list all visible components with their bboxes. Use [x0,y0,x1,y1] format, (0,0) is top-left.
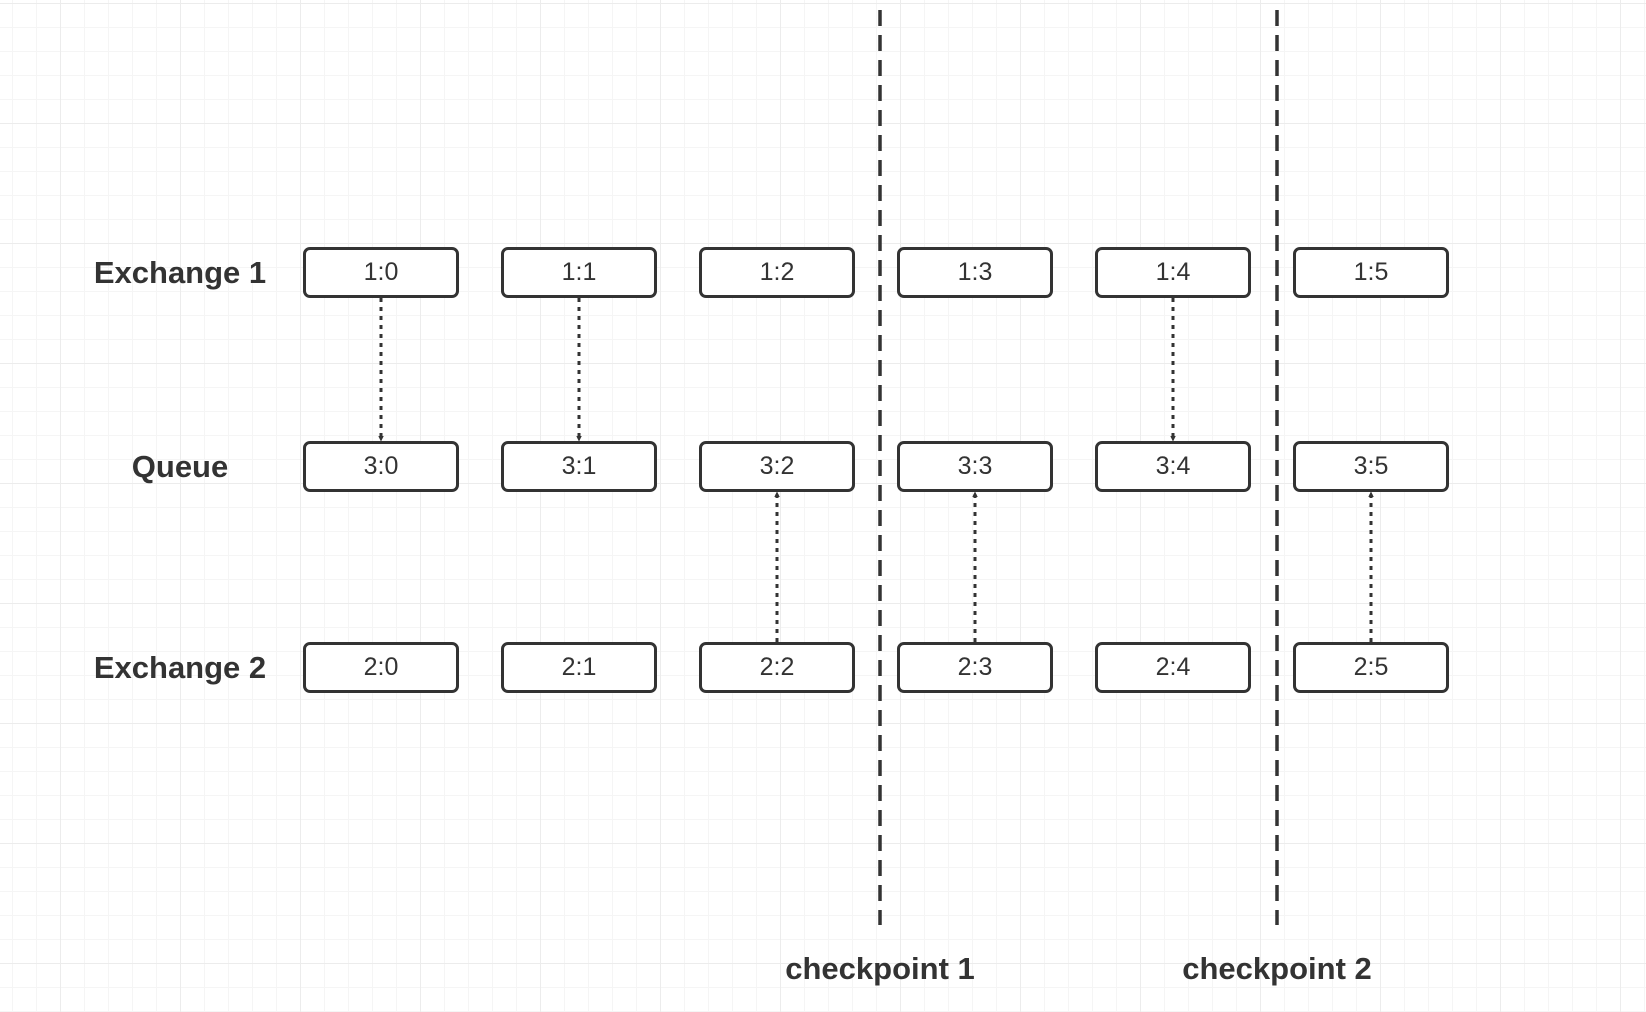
node-3-2[interactable]: 3:2 [699,441,855,492]
checkpoint-2-label: checkpoint 2 [1182,951,1372,986]
node-3-4[interactable]: 3:4 [1095,441,1251,492]
node-2-5[interactable]: 2:5 [1293,642,1449,693]
node-1-0[interactable]: 1:0 [303,247,459,298]
node-2-2[interactable]: 2:2 [699,642,855,693]
node-3-3[interactable]: 3:3 [897,441,1053,492]
node-1-4[interactable]: 1:4 [1095,247,1251,298]
node-1-5[interactable]: 1:5 [1293,247,1449,298]
node-1-1[interactable]: 1:1 [501,247,657,298]
node-1-2[interactable]: 1:2 [699,247,855,298]
node-1-3[interactable]: 1:3 [897,247,1053,298]
node-3-1[interactable]: 3:1 [501,441,657,492]
node-2-3[interactable]: 2:3 [897,642,1053,693]
node-2-1[interactable]: 2:1 [501,642,657,693]
node-3-5[interactable]: 3:5 [1293,441,1449,492]
checkpoint-1-label: checkpoint 1 [785,951,975,986]
row-label-exchange-1: Exchange 1 [93,255,267,290]
node-2-4[interactable]: 2:4 [1095,642,1251,693]
node-3-0[interactable]: 3:0 [303,441,459,492]
row-label-queue: Queue [131,449,229,484]
node-2-0[interactable]: 2:0 [303,642,459,693]
row-label-exchange-2: Exchange 2 [93,650,267,685]
